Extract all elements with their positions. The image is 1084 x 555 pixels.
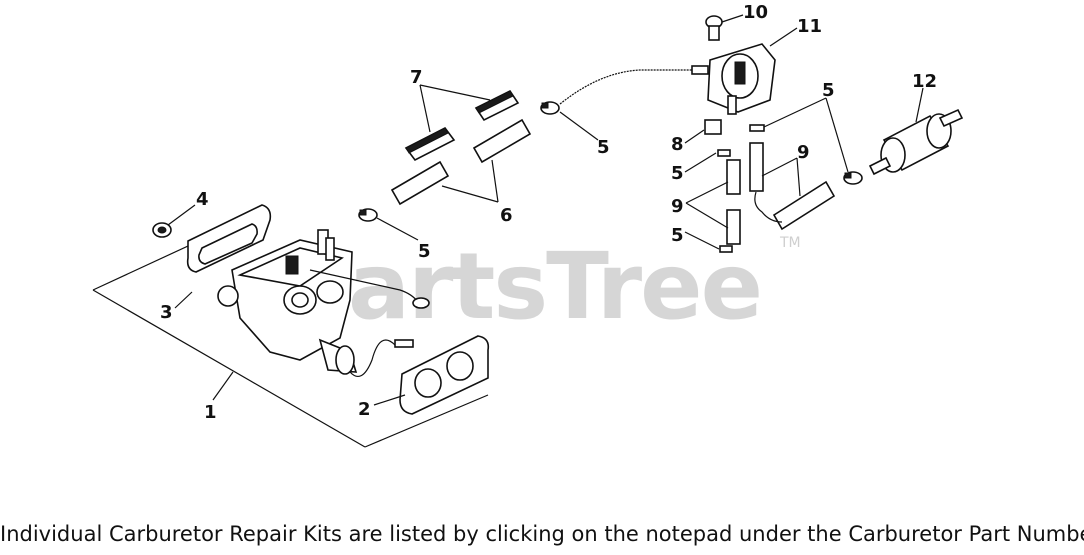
callout-numbers: 1 2 3 4 5 5 5 5 5 6 7 8 9 9 10 11 12 xyxy=(160,2,937,423)
part-pad xyxy=(704,119,722,135)
callout-10: 10 xyxy=(743,2,768,23)
callout-2: 2 xyxy=(358,399,371,420)
callout-1: 1 xyxy=(204,402,217,423)
part-fuel-filter xyxy=(868,108,964,176)
part-upper-gasket xyxy=(186,204,272,273)
callout-5-center: 5 xyxy=(597,137,610,158)
clamp-right xyxy=(843,171,863,185)
callout-11: 11 xyxy=(797,16,822,37)
carburetor-exploded-diagram: PartsTree TM xyxy=(92,2,964,448)
clamp-left xyxy=(358,208,378,222)
footer-note: Individual Carburetor Repair Kits are li… xyxy=(0,522,1084,546)
callout-6: 6 xyxy=(500,205,513,226)
watermark-text: PartsTree xyxy=(285,233,761,340)
callout-9-left: 9 xyxy=(671,196,684,217)
leader-lines xyxy=(167,14,924,406)
callout-5-right: 5 xyxy=(822,80,835,101)
clamp-small-2 xyxy=(717,149,731,157)
part-carburetor xyxy=(217,229,430,378)
part-plug xyxy=(705,15,723,41)
callout-5-pump-lower: 5 xyxy=(671,225,684,246)
part-clamps xyxy=(358,101,863,253)
part-nut xyxy=(152,222,172,238)
watermark-tm: TM xyxy=(779,235,801,251)
part-hoses-7 xyxy=(404,89,520,162)
clamp-center xyxy=(540,101,560,115)
part-fuel-pump xyxy=(691,43,776,115)
callout-7: 7 xyxy=(410,67,423,88)
callout-3: 3 xyxy=(160,302,173,323)
clamp-small-1 xyxy=(749,124,765,132)
callout-9-right: 9 xyxy=(797,142,810,163)
clamp-small-3 xyxy=(719,245,733,253)
callout-4: 4 xyxy=(196,189,209,210)
part-hoses-9 xyxy=(726,142,836,245)
part-hoses-6 xyxy=(390,118,532,206)
callout-8: 8 xyxy=(671,134,684,155)
callout-12: 12 xyxy=(912,71,937,92)
watermark: PartsTree TM xyxy=(285,233,801,340)
callout-5-pump-upper: 5 xyxy=(671,163,684,184)
part-lower-gasket xyxy=(399,335,490,415)
callout-5-left: 5 xyxy=(418,241,431,262)
fuel-line xyxy=(559,69,695,105)
